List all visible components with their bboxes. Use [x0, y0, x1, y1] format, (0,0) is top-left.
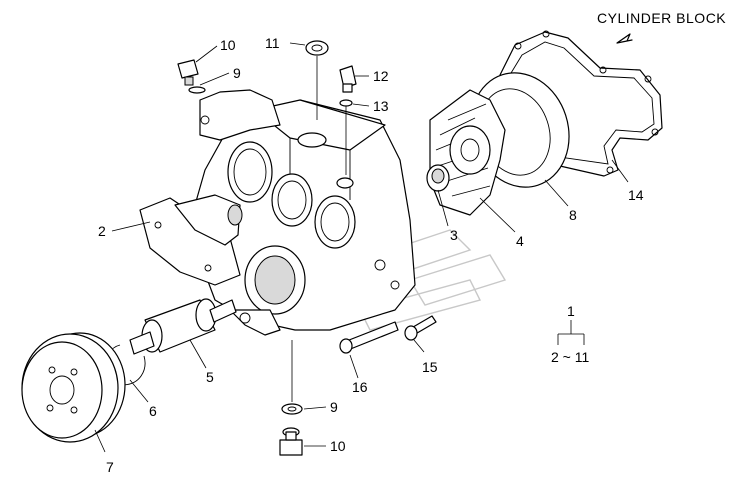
callout-2: 2: [98, 223, 106, 239]
callout-16: 16: [352, 379, 368, 395]
callout-13: 13: [373, 98, 389, 114]
callout-9-bottom: 9: [330, 399, 338, 415]
callout-10-top: 10: [220, 37, 236, 53]
callout-11: 11: [265, 35, 280, 51]
fitting-12: [339, 65, 357, 175]
callout-4: 4: [516, 233, 524, 249]
callout-5: 5: [206, 369, 214, 385]
callout-10-bottom: 10: [330, 438, 346, 454]
assembly-range: 2 ~ 11: [551, 349, 589, 365]
plug-10-top: [177, 59, 206, 94]
bearing-shaft-5: [129, 298, 237, 355]
callout-3: 3: [450, 227, 458, 243]
caption-cylinder-block: CYLINDER BLOCK: [597, 10, 726, 26]
pulley-7: [21, 332, 126, 443]
bolt-15: [404, 315, 437, 341]
callout-14: 14: [628, 187, 644, 203]
leader-lines: [94, 42, 629, 453]
impeller-4: [429, 72, 570, 216]
callout-15: 15: [422, 359, 438, 375]
callout-12: 12: [373, 68, 389, 84]
callout-9-top: 9: [233, 65, 241, 81]
plug-10-bottom: [279, 340, 303, 456]
washer-11: [305, 40, 329, 120]
callout-6: 6: [149, 403, 157, 419]
elbow-2: [139, 194, 243, 286]
assembly-number: 1: [567, 303, 575, 319]
callout-8: 8: [569, 207, 577, 223]
seal-3: [426, 164, 450, 192]
bolt-16: [339, 321, 399, 354]
callout-7: 7: [106, 459, 114, 475]
pump-housing: [194, 89, 416, 336]
